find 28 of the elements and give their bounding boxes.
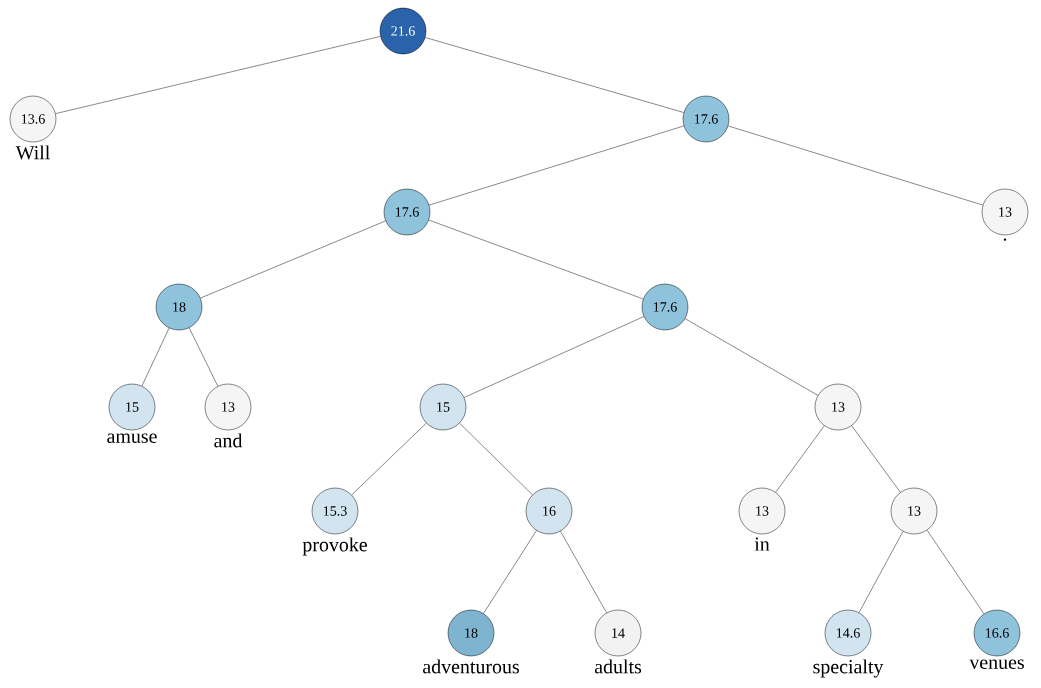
tree-edge (926, 530, 985, 615)
word-label: provoke (302, 537, 367, 556)
tree-edge (200, 220, 386, 299)
word-label: . (1003, 238, 1007, 241)
tree-edge (727, 125, 984, 206)
word-label: specialty (813, 659, 884, 678)
word-label: adventurous (423, 659, 519, 674)
word-label: Will (15, 145, 50, 160)
tree-edge (483, 530, 537, 614)
word-label: in (754, 537, 770, 551)
tree-edge (775, 425, 825, 493)
tree-edge (351, 422, 427, 496)
word-label: venues (969, 659, 1024, 669)
tree-edge (425, 37, 684, 113)
word-label: adults (594, 659, 642, 674)
tree-edge (141, 327, 170, 387)
tree-edge (428, 125, 685, 206)
tree-edge (463, 316, 645, 398)
tree-edge (851, 425, 901, 493)
word-label: and (214, 433, 243, 448)
tree-edge (189, 327, 218, 387)
word-label: amuse (107, 433, 157, 443)
tree-edge (428, 219, 644, 300)
tree-edge (55, 36, 381, 114)
tree-edge (858, 531, 904, 613)
tree-edge (684, 318, 819, 396)
tree-edge (459, 423, 533, 495)
tree-edge (560, 531, 607, 613)
